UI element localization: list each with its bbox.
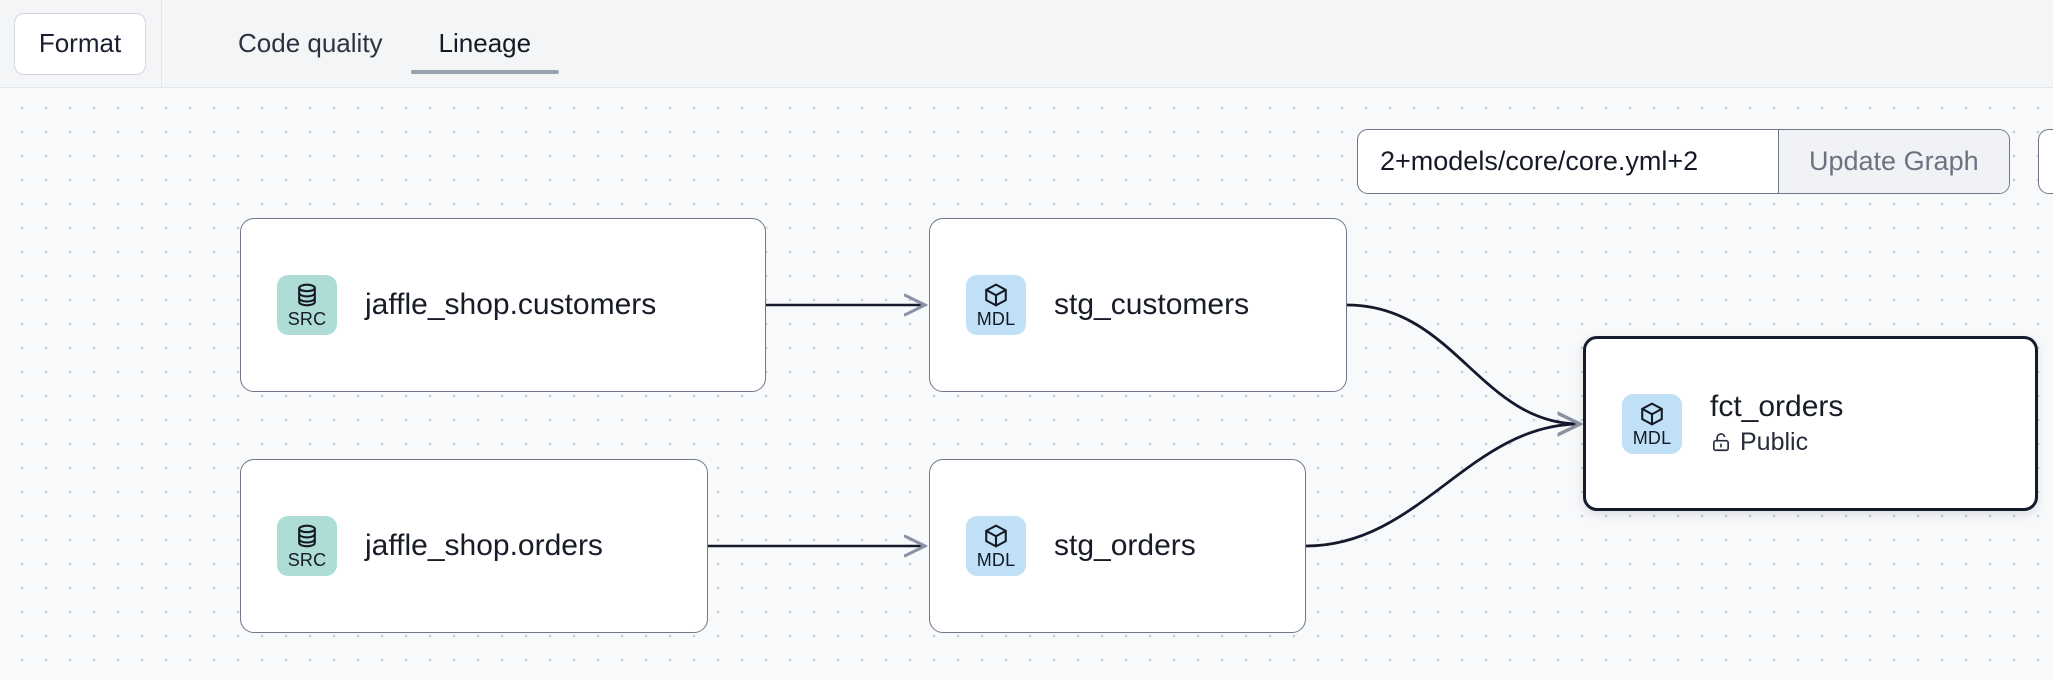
node-body: stg_customers (1054, 288, 1249, 322)
node-body: jaffle_shop.customers (365, 288, 656, 322)
lineage-node-stg-orders[interactable]: MDL stg_orders (929, 459, 1306, 633)
source-badge-label: SRC (287, 309, 327, 329)
tab-lineage[interactable]: Lineage (410, 0, 560, 88)
model-badge: MDL (966, 516, 1026, 576)
database-icon (298, 283, 316, 307)
node-access-badge: Public (1710, 428, 1843, 457)
cube-icon (985, 524, 1007, 548)
model-badge-label: MDL (1632, 427, 1672, 448)
tab-bar: Code quality Lineage (210, 0, 559, 88)
model-badge-label: MDL (976, 550, 1016, 570)
edge-stg-orders-to-fct-orders (1305, 424, 1580, 548)
source-badge: SRC (277, 275, 337, 335)
node-body: fct_orders Public (1710, 390, 1843, 457)
model-badge: MDL (966, 275, 1026, 335)
node-access-label: Public (1740, 427, 1809, 456)
source-badge: SRC (277, 516, 337, 576)
node-title: stg_customers (1054, 288, 1250, 322)
model-badge-label: MDL (976, 309, 1016, 329)
graph-overflow-control[interactable] (2038, 129, 2053, 194)
lineage-node-jaffle-shop-customers[interactable]: SRC jaffle_shop.customers (240, 218, 766, 392)
format-button[interactable]: Format (14, 12, 146, 75)
graph-selector-input[interactable] (1358, 130, 1778, 193)
tab-code-quality[interactable]: Code quality (238, 28, 383, 58)
database-icon (298, 524, 316, 548)
lineage-edges (707, 88, 2053, 680)
model-badge: MDL (1622, 393, 1682, 454)
update-graph-button[interactable]: Update Graph (1778, 130, 2009, 193)
edge-stg-customers-to-fct-orders (1346, 303, 1580, 424)
cube-icon (985, 283, 1007, 307)
node-body: stg_orders (1054, 529, 1196, 563)
source-badge-label: SRC (287, 550, 327, 570)
lineage-node-fct-orders[interactable]: MDL fct_orders Public (1583, 336, 2038, 511)
node-title: fct_orders (1710, 390, 1844, 424)
node-title: stg_orders (1054, 529, 1196, 563)
unlock-icon (1713, 433, 1729, 452)
node-title: jaffle_shop.customers (365, 288, 657, 322)
cube-icon (1641, 402, 1663, 425)
graph-selector-controls: Update Graph (1357, 129, 2010, 194)
lineage-canvas[interactable]: SRC jaffle_shop.customers MDL stg_custom… (0, 88, 2053, 680)
editor-toolbar: Format Code quality Lineage (0, 0, 2053, 88)
node-title: jaffle_shop.orders (365, 529, 603, 563)
lineage-node-stg-customers[interactable]: MDL stg_customers (929, 218, 1347, 392)
toolbar-divider (161, 0, 162, 88)
lineage-node-jaffle-shop-orders[interactable]: SRC jaffle_shop.orders (240, 459, 708, 633)
node-body: jaffle_shop.orders (365, 529, 603, 563)
